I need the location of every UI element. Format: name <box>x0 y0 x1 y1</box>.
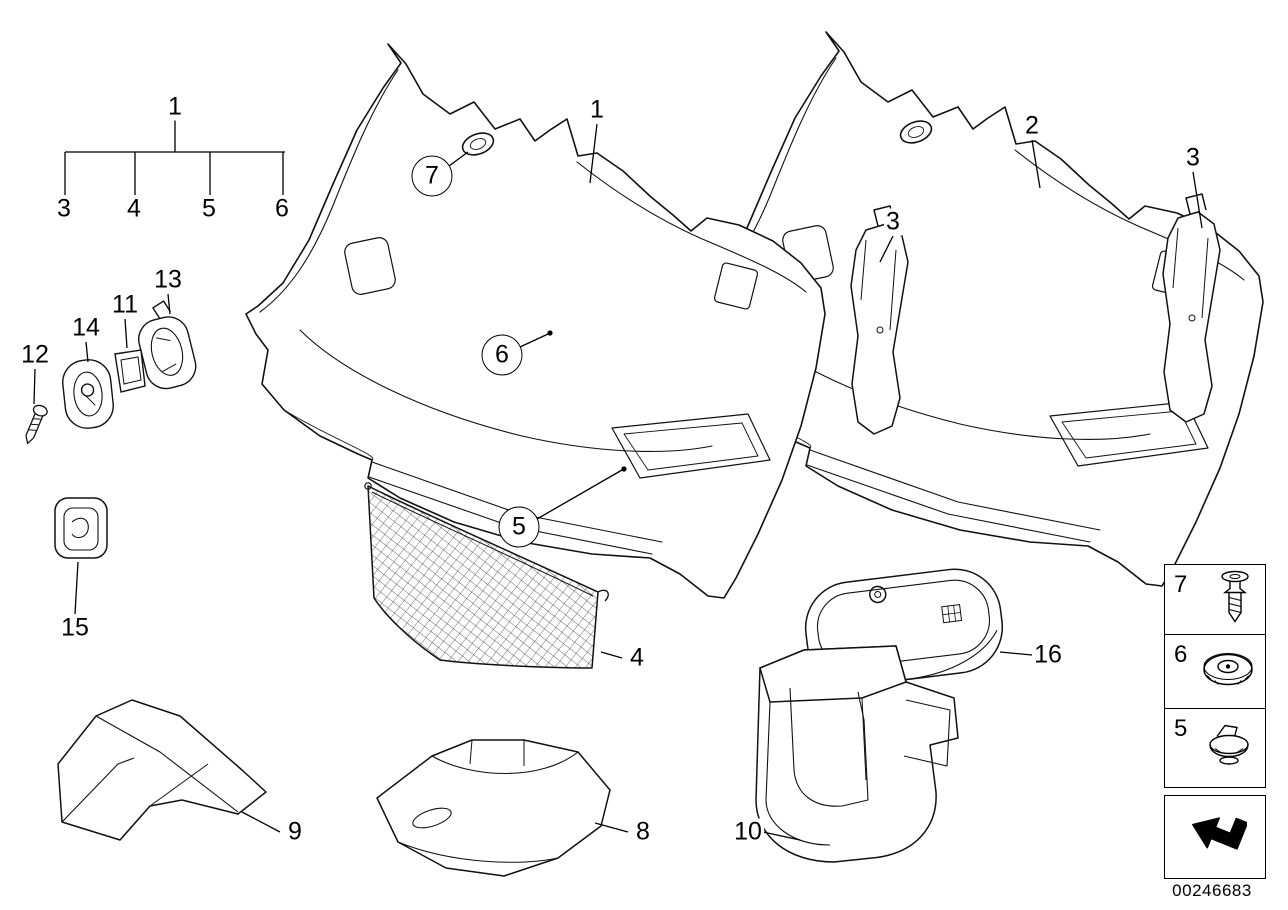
legend-item-7: 7 <box>1164 564 1266 636</box>
clip-part11-drawing <box>114 349 146 393</box>
direction-arrow-icon <box>1183 804 1249 869</box>
corner-trim-drawing <box>57 699 267 841</box>
bracket-part14-drawing <box>62 359 114 429</box>
leader-lines <box>33 120 1203 841</box>
legend-label-7: 7 <box>1174 571 1188 598</box>
grommet-cover-drawing <box>54 497 108 559</box>
legend-item-6: 6 <box>1164 634 1266 710</box>
luggage-net-drawing <box>364 482 609 669</box>
clip-part13-drawing <box>138 300 197 390</box>
expansion-rivet-icon <box>1213 569 1257 632</box>
grommet-icon <box>1199 647 1257 696</box>
legend-label-5: 5 <box>1174 714 1188 742</box>
legend-sidebar: 7 6 <box>1164 564 1266 879</box>
battery-box-drawing <box>755 645 959 863</box>
legend-direction-box <box>1164 794 1266 879</box>
screw-part12-drawing <box>25 404 48 445</box>
left-trim-panel-drawing <box>245 43 826 599</box>
diagram-part-number: 00246683 <box>1172 881 1252 900</box>
legend-label-6: 6 <box>1174 641 1188 669</box>
clip-nut-icon <box>1201 718 1257 777</box>
legend-item-5: 5 <box>1164 707 1266 788</box>
floor-trim-drawing <box>376 739 611 877</box>
